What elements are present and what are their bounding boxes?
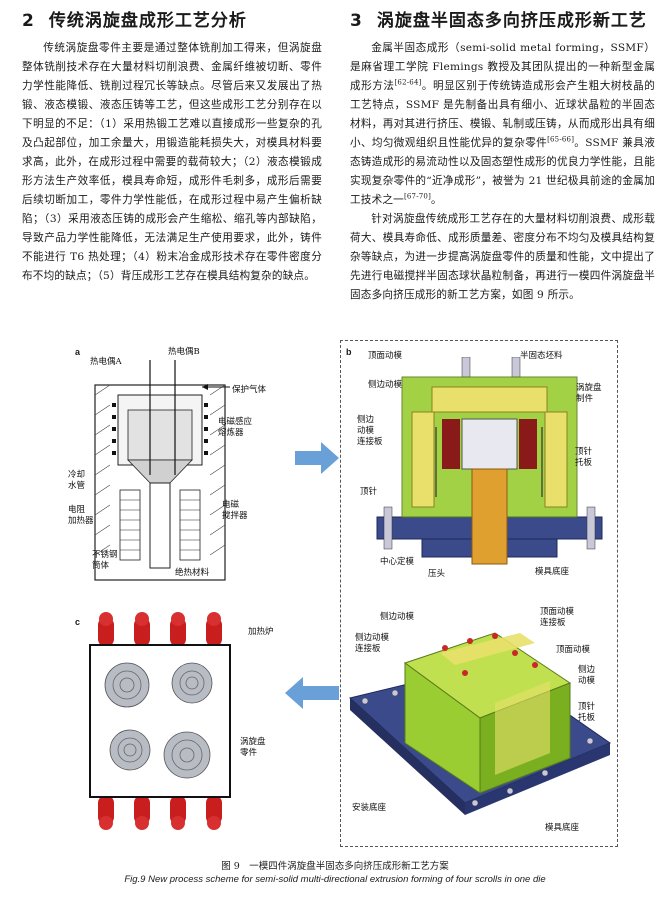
label-insulation: 绝热材料 (175, 568, 210, 578)
section-title-text: 传统涡旋盘成形工艺分析 (48, 11, 247, 31)
arrow-right-icon (295, 442, 339, 474)
label-furnace: 加热炉 (248, 627, 274, 637)
panel-a-label: a (75, 347, 81, 357)
label-3d-top-die-plate: 顶面动模 连接板 (540, 607, 575, 628)
figure-caption-cn: 图 9 一模四件涡旋盘半固态多向挤压成形新工艺方案 (221, 861, 449, 872)
section-3-paragraph-2: 针对涡旋盘传统成形工艺存在的大量材料切削浪费、成形载荷大、模具寿命低、成形质量差… (350, 213, 655, 301)
arrow-left-icon (285, 677, 339, 709)
section-number: 2 (22, 11, 35, 31)
section-2: 2 传统涡旋盘成形工艺分析 传统涡旋盘零件主要是通过整体铣削加工得来，但涡旋盘整体… (22, 6, 322, 286)
label-em-stirrer: 电磁 搅拌器 (222, 500, 248, 521)
panel-b-3d-view (348, 632, 612, 815)
section-3-title: 3 涡旋盘半固态多向挤压成形新工艺 (350, 6, 655, 31)
label-side-die-plate: 侧边 动模 连接板 (357, 415, 383, 447)
label-thermocouple-a: 热电偶A (90, 357, 122, 367)
label-cooling-pipe: 冷却 水管 (68, 470, 86, 491)
label-3d-side-die-plate: 侧边动模 连接板 (355, 633, 390, 654)
section-title-text: 涡旋盘半固态多向挤压成形新工艺 (376, 11, 647, 31)
citation: [65-66] (547, 135, 575, 144)
label-induction-melter: 电磁感应 熔炼器 (218, 417, 253, 438)
label-top-die: 顶面动模 (368, 351, 403, 361)
label-3d-mount-base: 安装底座 (352, 803, 387, 813)
label-3d-side-die-2: 侧边 动模 (578, 665, 596, 686)
label-scroll-part: 涡旋盘 制件 (576, 383, 602, 404)
panel-b-label: b (346, 347, 352, 357)
section-2-paragraph: 传统涡旋盘零件主要是通过整体铣削加工得来，但涡旋盘整体铣削技术存在大量材料切削浪… (22, 42, 322, 282)
section-number: 3 (350, 11, 363, 31)
citation: [67-70] (403, 192, 432, 201)
label-semisolid-billet: 半固态坯料 (520, 351, 563, 361)
label-resistance-heater: 电阻 加热器 (68, 505, 94, 526)
label-thermocouple-b: 热电偶B (168, 347, 200, 357)
panel-b-section-view (376, 357, 603, 565)
label-3d-side-die: 侧边动模 (380, 612, 415, 622)
label-ejector-pin: 顶针 (360, 487, 378, 497)
section-3-paragraph-1: 金属半固态成形（semi-solid metal forming，SSMF）是麻… (350, 42, 655, 206)
section-3: 3 涡旋盘半固态多向挤压成形新工艺 金属半固态成形（semi-solid meta… (350, 6, 655, 305)
panel-a-schematic (94, 360, 230, 581)
section-2-title: 2 传统涡旋盘成形工艺分析 (22, 6, 322, 31)
label-side-die: 侧边动模 (368, 380, 403, 390)
figure-caption-en: Fig.9 New process scheme for semi-solid … (124, 874, 546, 885)
label-3d-die-base: 模具底座 (545, 823, 580, 833)
label-ejector-plate: 顶针 托板 (575, 447, 593, 468)
label-3d-ejector-plate: 顶针 托板 (578, 702, 596, 723)
label-center-die: 中心定模 (380, 557, 415, 567)
label-shield-gas: 保护气体 (232, 385, 267, 395)
panel-c-furnace (89, 612, 231, 830)
citation: [62-64] (394, 78, 422, 87)
label-scroll-part-c: 涡旋盘 零件 (240, 737, 266, 758)
panel-c-label: c (75, 617, 81, 627)
label-3d-top-die: 顶面动模 (556, 645, 591, 655)
label-die-base: 模具底座 (535, 567, 570, 577)
label-stainless-cylinder: 不锈钢 筒体 (92, 550, 118, 571)
figure-9: a (0, 335, 670, 855)
label-punch: 压头 (428, 569, 446, 579)
panel-b-frame (340, 340, 618, 847)
